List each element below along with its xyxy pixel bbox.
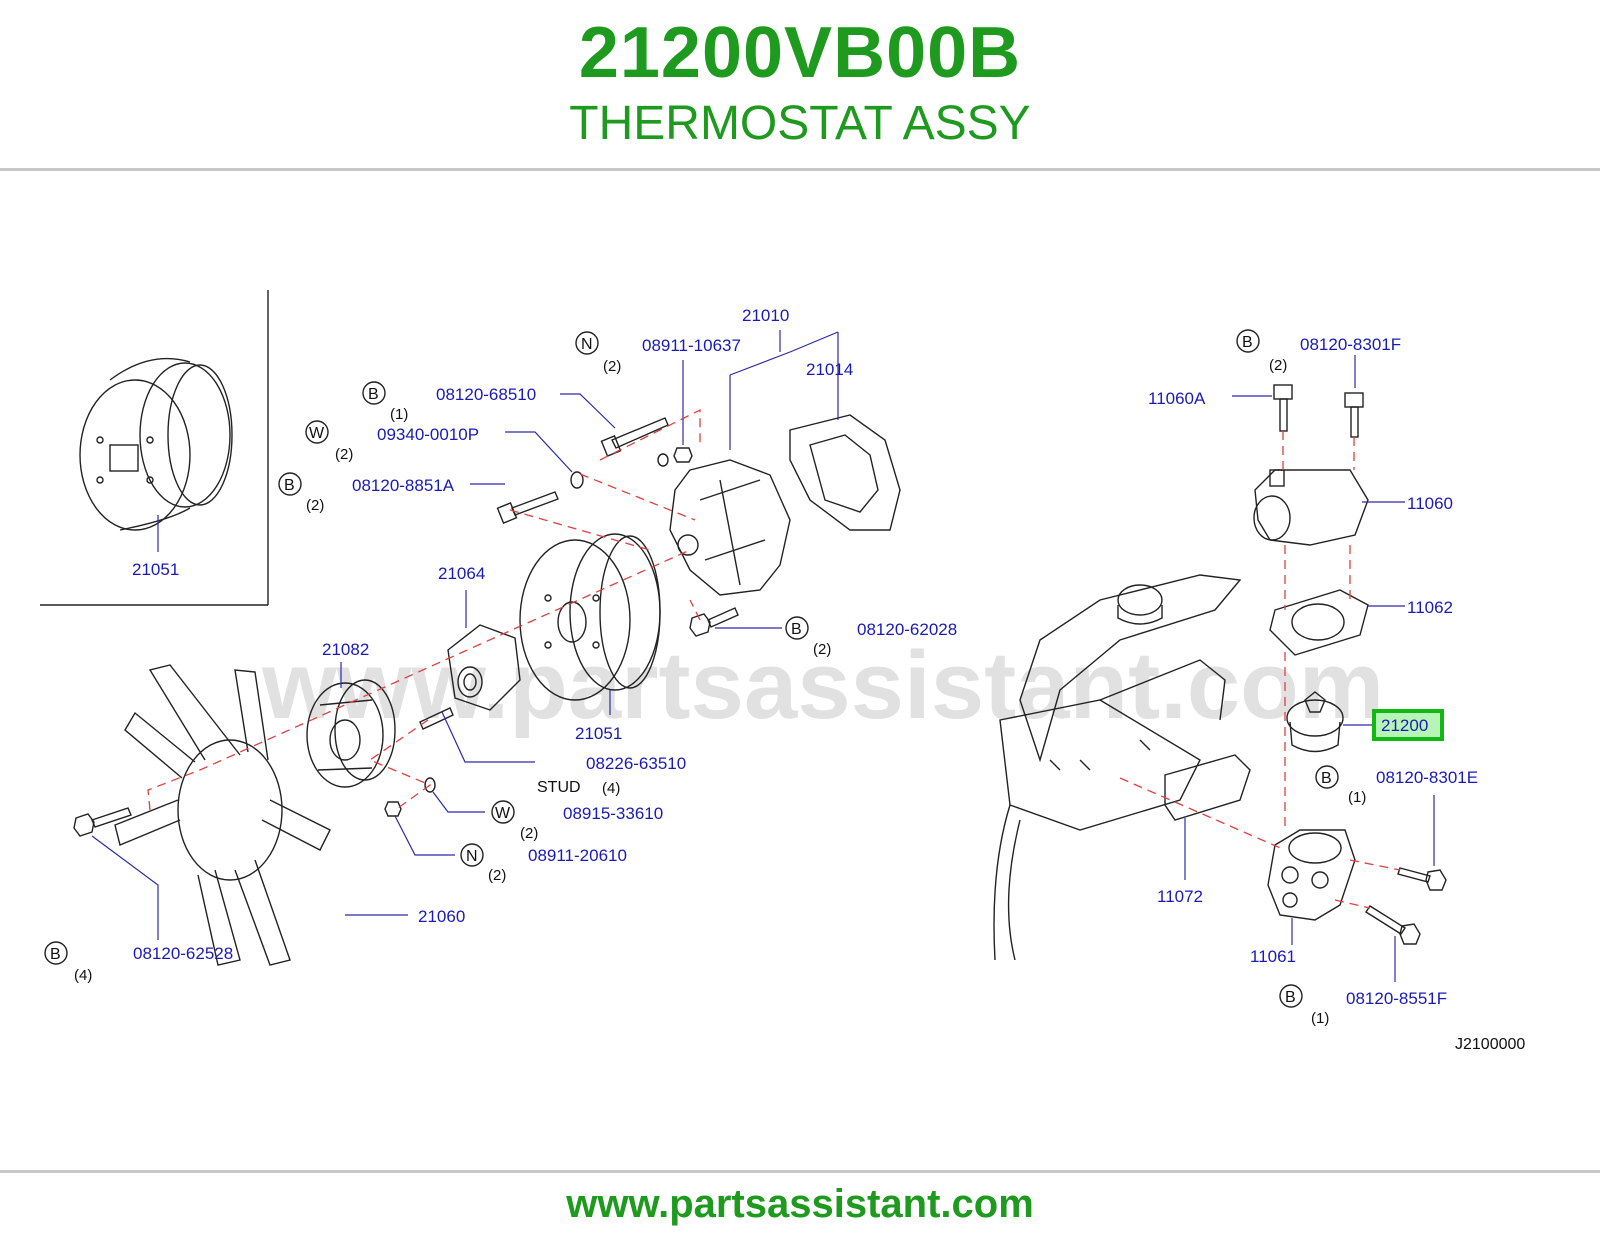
badge-w-0010P bbox=[305, 420, 329, 444]
thermostat-21200-drawing bbox=[1286, 691, 1344, 753]
callout-08120-8301E: 08120-8301E bbox=[1376, 768, 1478, 787]
callout-21064: 21064 bbox=[438, 564, 485, 583]
bolt-8851A-drawing bbox=[496, 491, 559, 524]
qty-b-8851A: (2) bbox=[306, 497, 324, 514]
assembly-centerlines-right bbox=[1119, 431, 1401, 909]
qty-stud: (4) bbox=[602, 780, 620, 797]
badge-n-20610 bbox=[460, 843, 484, 867]
engine-block-drawing bbox=[993, 574, 1242, 961]
spacer-21064-drawing bbox=[447, 624, 521, 711]
callout-08915-33610: 08915-33610 bbox=[563, 804, 663, 823]
qty-w-33610: (2) bbox=[520, 825, 538, 842]
badge-b-8851A-letter: B bbox=[284, 477, 295, 494]
header: 21200VB00B THERMOSTAT ASSY bbox=[0, 0, 1600, 168]
callout-08120-62528: 08120-62528 bbox=[133, 944, 233, 963]
qty-b-8301F: (2) bbox=[1269, 357, 1287, 374]
bolt-62528-drawing bbox=[73, 807, 132, 837]
callout-21200[interactable]: 21200 bbox=[1381, 716, 1428, 735]
qty-b-62528: (4) bbox=[74, 967, 92, 984]
washer-33610-drawing bbox=[424, 777, 436, 793]
callout-21014: 21014 bbox=[806, 360, 853, 379]
callout-21010: 21010 bbox=[742, 306, 789, 325]
footer-divider bbox=[0, 1170, 1600, 1173]
part-name-subtitle: THERMOSTAT ASSY bbox=[569, 97, 1031, 150]
badge-w-33610-letter: W bbox=[495, 805, 511, 822]
part-number-title: 21200VB00B bbox=[578, 13, 1022, 93]
callout-08120-68510: 08120-68510 bbox=[436, 385, 536, 404]
qty-b-8301E: (1) bbox=[1348, 789, 1366, 806]
callout-11072: 11072 bbox=[1157, 887, 1203, 906]
water-outlet-11060-drawing bbox=[1253, 469, 1369, 546]
inset-frame bbox=[40, 290, 269, 606]
badge-b-8551F bbox=[1279, 984, 1303, 1008]
badge-w-0010P-letter: W bbox=[309, 425, 325, 442]
assembly-centerlines-left bbox=[147, 408, 701, 811]
water-pump-drawing bbox=[669, 459, 791, 596]
callout-11060: 11060 bbox=[1407, 494, 1453, 513]
label-stud: STUD bbox=[537, 779, 581, 796]
header-divider bbox=[0, 168, 1600, 171]
fan-21060-drawing bbox=[114, 664, 331, 966]
badge-b-68510 bbox=[362, 381, 386, 405]
bolt-68510-drawing bbox=[600, 417, 669, 457]
callout-11062: 11062 bbox=[1407, 598, 1453, 617]
badge-n-top-letter: N bbox=[581, 336, 593, 353]
callout-08120-8851A: 08120-8851A bbox=[352, 476, 455, 495]
callout-11061: 11061 bbox=[1250, 947, 1296, 966]
badge-n-20610-letter: N bbox=[466, 848, 478, 865]
badge-b-8301E bbox=[1315, 765, 1339, 789]
footer-url[interactable]: www.partsassistant.com bbox=[566, 1182, 1034, 1226]
badge-b-62028-letter: B bbox=[791, 621, 802, 638]
badge-b-62528 bbox=[44, 941, 68, 965]
nut-drawing bbox=[657, 447, 693, 467]
gasket-11062-drawing bbox=[1269, 589, 1369, 656]
badge-b-8301F-letter: B bbox=[1242, 334, 1253, 351]
leader-21010 bbox=[729, 330, 839, 450]
badge-b-8301E-letter: B bbox=[1321, 770, 1332, 787]
fan-coupling-21082-drawing bbox=[306, 679, 396, 788]
callout-21051: 21051 bbox=[575, 724, 622, 743]
qty-n-top: (2) bbox=[603, 358, 621, 375]
stud-drawing bbox=[419, 707, 454, 730]
washer-drawing bbox=[570, 471, 584, 489]
callout-21060: 21060 bbox=[418, 907, 465, 926]
bolt-8301E-drawing bbox=[1397, 867, 1447, 891]
badge-b-8551F-letter: B bbox=[1285, 989, 1296, 1006]
badge-n-top bbox=[575, 331, 599, 355]
badge-b-62528-letter: B bbox=[50, 946, 61, 963]
callout-08120-62028: 08120-62028 bbox=[857, 620, 957, 639]
bolt-8551F-drawing bbox=[1365, 905, 1421, 945]
pump-gasket-drawing bbox=[789, 414, 901, 531]
callout-08120-8301F: 08120-8301F bbox=[1300, 335, 1401, 354]
callout-09340-0010P: 09340-0010P bbox=[377, 425, 479, 444]
badge-b-68510-letter: B bbox=[368, 386, 379, 403]
thermostat-housing-11061-drawing bbox=[1267, 829, 1356, 921]
callout-08226-63510: 08226-63510 bbox=[586, 754, 686, 773]
badge-b-8851A bbox=[278, 472, 302, 496]
qty-n-20610: (2) bbox=[488, 867, 506, 884]
badge-w-33610 bbox=[491, 800, 515, 824]
diagram-code: J2100000 bbox=[1455, 1036, 1525, 1053]
bolt-62028-drawing bbox=[689, 607, 739, 637]
qty-b-68510: (1) bbox=[390, 406, 408, 423]
inset-pulley-drawing bbox=[79, 357, 233, 531]
qty-b-8551F: (1) bbox=[1311, 1010, 1329, 1027]
gasket-11072-drawing bbox=[1164, 754, 1251, 821]
bolt-8301F-drawing bbox=[1344, 392, 1364, 438]
callout-08120-8551F: 08120-8551F bbox=[1346, 989, 1447, 1008]
bolt-11060A-drawing bbox=[1273, 384, 1293, 432]
callout-11060A: 11060A bbox=[1148, 389, 1206, 408]
highlight-box-21200 bbox=[1372, 709, 1444, 741]
badge-b-62028 bbox=[785, 616, 809, 640]
callout-08911-20610: 08911-20610 bbox=[528, 846, 627, 865]
callout-21082: 21082 bbox=[322, 640, 369, 659]
pulley-21051-drawing bbox=[519, 533, 661, 701]
qty-b-62028: (2) bbox=[813, 641, 831, 658]
callout-08911-10637: 08911-10637 bbox=[642, 336, 741, 355]
qty-w-0010P: (2) bbox=[335, 446, 353, 463]
nut-20610-drawing bbox=[384, 801, 402, 817]
callout-21051-inset: 21051 bbox=[132, 560, 179, 579]
badge-b-8301F bbox=[1236, 329, 1260, 353]
